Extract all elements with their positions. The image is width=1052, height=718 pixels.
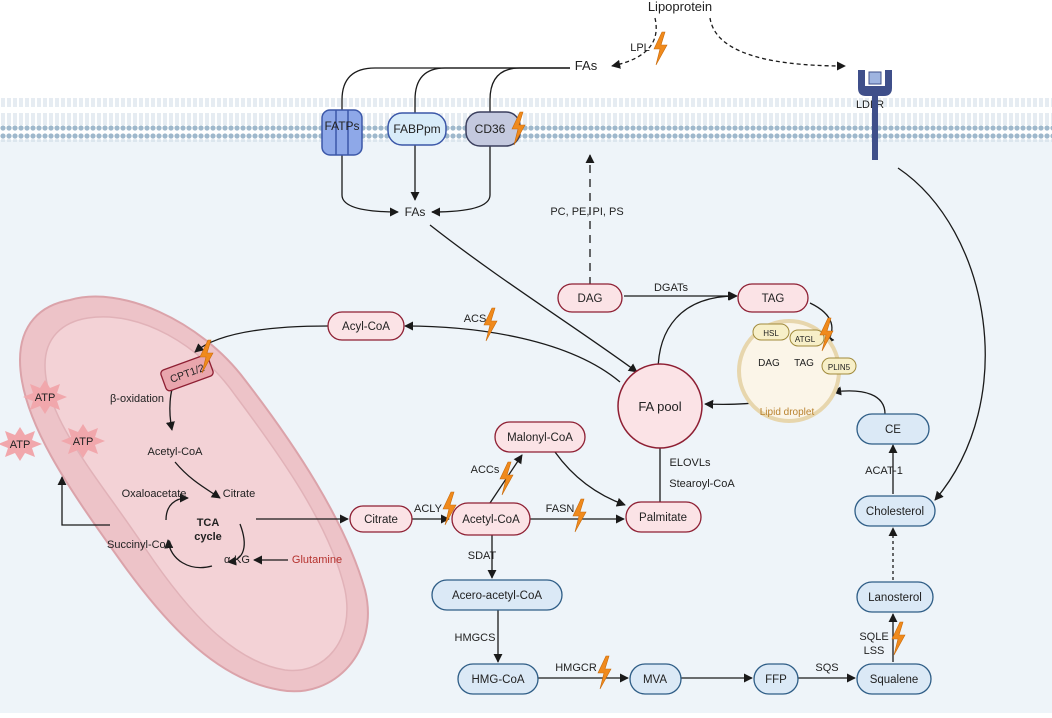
plin5-label: PLIN5 bbox=[828, 363, 851, 372]
svg-text:HMG-CoA: HMG-CoA bbox=[471, 674, 524, 686]
fasn-label: FASN bbox=[546, 503, 575, 515]
svg-text:Acyl-CoA: Acyl-CoA bbox=[342, 321, 390, 333]
sqle-label: SQLE bbox=[859, 631, 888, 643]
node-fa-pool: FA pool bbox=[617, 363, 703, 449]
node-squalene: Squalene bbox=[856, 663, 932, 695]
atp-label: ATP bbox=[73, 436, 94, 448]
node-acero-acetyl-coa: Acero-acetyl-CoA bbox=[431, 579, 563, 611]
lpl-lightning-icon bbox=[653, 31, 668, 66]
svg-text:DAG: DAG bbox=[578, 293, 603, 305]
node-hmg-coa: HMG-CoA bbox=[457, 663, 539, 695]
svg-text:Acero-acetyl-CoA: Acero-acetyl-CoA bbox=[452, 590, 542, 602]
lipid-droplet: HSL ATGL PLIN5 DAG TAG Lipid droplet bbox=[737, 319, 857, 423]
node-citrate: Citrate bbox=[349, 505, 413, 533]
acly-label: ACLY bbox=[414, 503, 443, 515]
node-palmitate: Palmitate bbox=[625, 501, 702, 533]
hmgcs-label: HMGCS bbox=[455, 632, 496, 644]
fas-outside-label: FAs bbox=[575, 58, 598, 73]
accs-lightning-icon bbox=[499, 461, 514, 496]
glutamine-label: Glutamine bbox=[292, 554, 342, 566]
svg-text:Citrate: Citrate bbox=[364, 514, 398, 526]
node-acyl-coa: Acyl-CoA bbox=[327, 311, 405, 341]
sqle-lightning-icon bbox=[891, 621, 906, 656]
beta-oxidation-label: β-oxidation bbox=[110, 393, 164, 405]
lss-label: LSS bbox=[864, 645, 885, 657]
svg-text:Malonyl-CoA: Malonyl-CoA bbox=[507, 432, 573, 444]
svg-text:FA pool: FA pool bbox=[638, 399, 681, 414]
droplet-dag-label: DAG bbox=[758, 358, 780, 369]
svg-text:TAG: TAG bbox=[762, 293, 785, 305]
node-cholesterol: Cholesterol bbox=[854, 495, 936, 527]
atgl-lightning-icon bbox=[819, 317, 834, 352]
atp-burst-2: ATP bbox=[61, 424, 105, 458]
svg-text:MVA: MVA bbox=[643, 674, 667, 686]
phospholipids-label: PC, PE, PI, PS bbox=[550, 206, 623, 218]
node-tag: TAG bbox=[737, 283, 809, 313]
atgl-label: ATGL bbox=[795, 335, 816, 344]
svg-text:CE: CE bbox=[885, 424, 901, 436]
node-malonyl-coa: Malonyl-CoA bbox=[494, 421, 586, 453]
node-ffp: FFP bbox=[753, 663, 799, 695]
sqs-label: SQS bbox=[815, 662, 838, 674]
droplet-tag-label: TAG bbox=[794, 358, 814, 369]
hmgcr-label: HMGCR bbox=[555, 662, 597, 674]
succinyl-coa-label: Succinyl-CoA bbox=[107, 539, 174, 551]
acat1-label: ACAT-1 bbox=[865, 465, 903, 477]
node-lanosterol: Lanosterol bbox=[856, 581, 934, 613]
fatps-transporter: FATPs bbox=[321, 109, 363, 156]
ldlr-label: LDLR bbox=[856, 99, 884, 111]
atp-label: ATP bbox=[10, 439, 31, 451]
dgats-label: DGATs bbox=[654, 282, 689, 294]
svg-text:Acetyl-CoA: Acetyl-CoA bbox=[462, 514, 520, 526]
acly-lightning-icon bbox=[442, 491, 457, 526]
svg-text:Squalene: Squalene bbox=[870, 674, 919, 686]
cd36-lightning-icon bbox=[511, 111, 526, 146]
cd36-label: CD36 bbox=[475, 122, 506, 136]
akg-label: α-KG bbox=[224, 554, 250, 566]
svg-text:Palmitate: Palmitate bbox=[639, 512, 687, 524]
node-ce: CE bbox=[856, 413, 930, 445]
ldlr-receptor bbox=[858, 70, 892, 160]
elovls-label: ELOVLs bbox=[670, 457, 711, 469]
atp-burst-3: ATP bbox=[0, 427, 42, 461]
svg-text:Lanosterol: Lanosterol bbox=[868, 592, 922, 604]
lipid-droplet-label: Lipid droplet bbox=[760, 407, 815, 418]
node-dag: DAG bbox=[557, 283, 623, 313]
acs-label: ACS bbox=[464, 313, 487, 325]
atp-label: ATP bbox=[35, 392, 56, 404]
stearoyl-coa-label: Stearoyl-CoA bbox=[669, 478, 735, 490]
cycle-label: cycle bbox=[194, 531, 222, 543]
fasn-lightning-icon bbox=[572, 498, 587, 533]
svg-text:FFP: FFP bbox=[765, 674, 787, 686]
fabppm-label: FABPpm bbox=[393, 122, 440, 136]
node-cpt: CPT1/2 bbox=[160, 354, 214, 392]
atp-burst-1: ATP bbox=[23, 380, 67, 414]
hsl-label: HSL bbox=[763, 329, 779, 338]
lightning-bolts bbox=[199, 31, 906, 690]
fabppm-transporter: FABPpm bbox=[387, 112, 447, 146]
node-mva: MVA bbox=[629, 663, 682, 695]
cell-membrane bbox=[0, 98, 1052, 142]
mitochondrion bbox=[18, 295, 369, 693]
acs-lightning-icon bbox=[483, 307, 498, 342]
svg-text:Cholesterol: Cholesterol bbox=[866, 506, 924, 518]
acetyl-coa-mito-label: Acetyl-CoA bbox=[147, 446, 203, 458]
accs-label: ACCs bbox=[471, 464, 500, 476]
sdat-label: SDAT bbox=[468, 550, 497, 562]
cpt-lightning-icon bbox=[199, 339, 214, 374]
fatps-label: FATPs bbox=[324, 119, 359, 133]
tca-label: TCA bbox=[197, 517, 220, 529]
lipoprotein-label: Lipoprotein bbox=[648, 0, 712, 14]
cd36-transporter: CD36 bbox=[465, 111, 521, 147]
hmgcr-lightning-icon bbox=[597, 655, 612, 690]
lpl-label: LPL bbox=[630, 42, 650, 54]
oxaloacetate-label: Oxaloacetate bbox=[122, 488, 187, 500]
citrate-mito-label: Citrate bbox=[223, 488, 255, 500]
node-acetyl-coa: Acetyl-CoA bbox=[451, 502, 531, 536]
fas-inside-label: FAs bbox=[405, 205, 426, 219]
